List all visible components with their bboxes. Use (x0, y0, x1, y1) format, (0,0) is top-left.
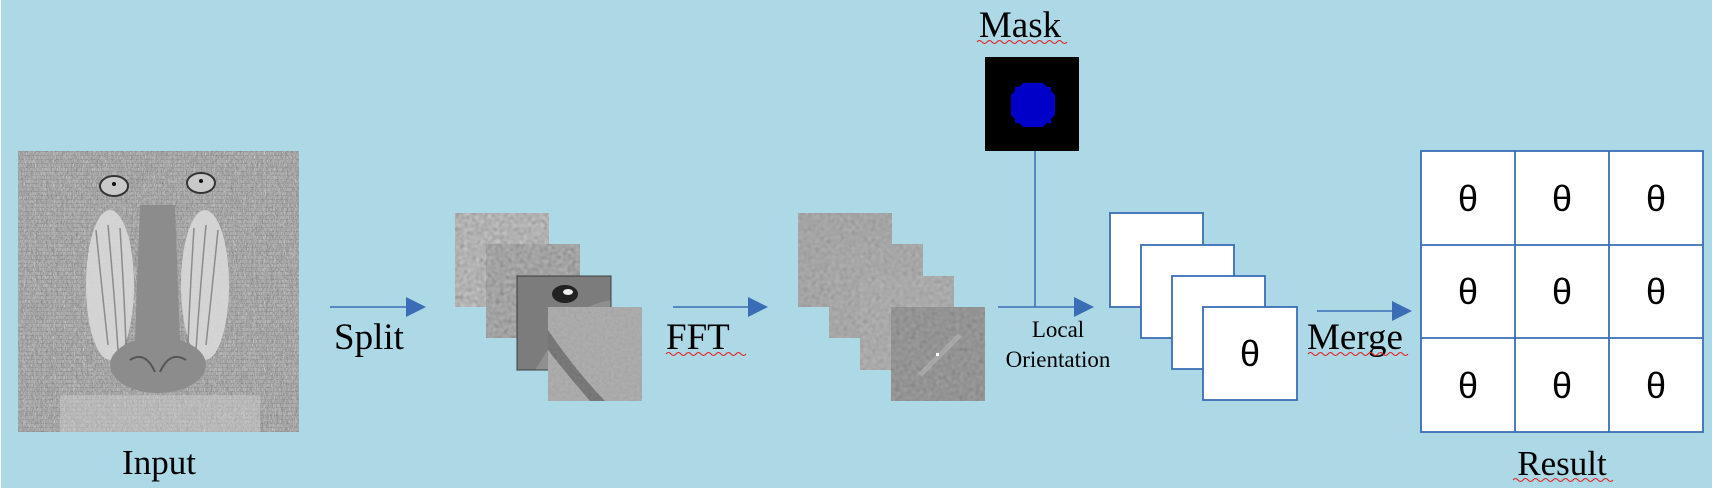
left-cheek (86, 210, 134, 360)
theta-symbol: θ (1240, 333, 1260, 374)
split-patch-4 (548, 307, 642, 401)
input-label: Input (122, 443, 196, 482)
result-cell-2-3: θ (1646, 271, 1666, 312)
nose (110, 337, 206, 393)
split-patch-stack (455, 213, 642, 401)
result-cell-2-1: θ (1458, 271, 1478, 312)
result-cell-3-2: θ (1552, 365, 1572, 406)
input-image (18, 151, 299, 432)
local-orientation-label-line1: Local (1032, 317, 1084, 342)
result-cell-1-1: θ (1458, 178, 1478, 219)
split-label: Split (334, 317, 405, 358)
mask-circle (1011, 83, 1055, 127)
mask-label: Mask (979, 5, 1062, 46)
fft-patch-stack (798, 213, 985, 401)
orientation-box-4 (1202, 306, 1298, 401)
result-cell-3-3: θ (1646, 365, 1666, 406)
result-label: Result (1517, 444, 1607, 483)
result-cell-2-2: θ (1552, 271, 1572, 312)
mask-image (985, 57, 1079, 151)
result-cell-1-2: θ (1552, 178, 1572, 219)
result-cell-1-3: θ (1646, 178, 1666, 219)
result-cell-3-1: θ (1458, 365, 1478, 406)
merge-label: Merge (1307, 317, 1403, 358)
local-orientation-label-line2: Orientation (1006, 347, 1111, 372)
result-grid: θ θ θ θ θ θ θ θ θ (1420, 150, 1704, 433)
orientation-box-stack: θ (1109, 212, 1298, 401)
fft-patch-4 (891, 307, 985, 401)
fft-label: FFT (666, 317, 730, 358)
